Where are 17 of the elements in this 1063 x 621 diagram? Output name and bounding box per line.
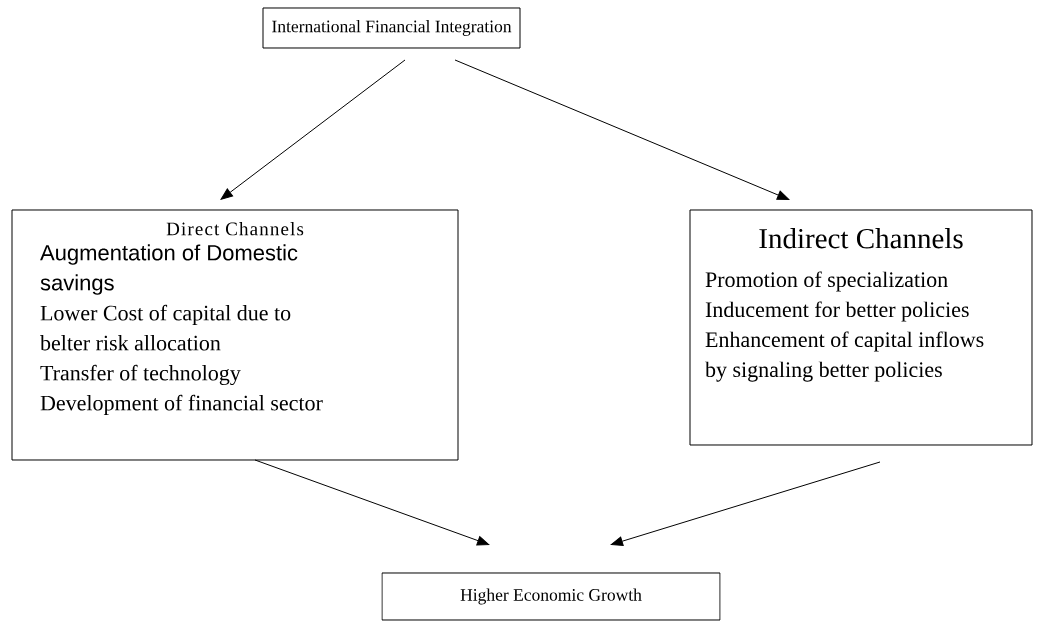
arrow [220,59,406,200]
list-item: Inducement for better policies [705,301,969,322]
list-item: Promotion of specialization [705,271,948,292]
arrow [454,59,790,200]
list-item: Augmentation of Domestic savings [40,244,298,295]
list-item: Lower Cost of capital due to belter risk allocation [40,304,291,351]
channel-box [689,209,1033,446]
list-item: Enhancement of capital inflows by signaling better policies [705,331,984,382]
process-box: Higher Economic Growth [381,572,721,621]
arrow [254,459,490,546]
list-item: Transfer of technology [40,364,241,386]
heading: Direct Channels [166,222,304,236]
arrow [610,461,881,546]
heading: Indirect Channels [759,228,963,249]
channel-box [11,209,459,461]
list-item: Development of financial sector [40,394,323,415]
process-box: International Financial Integration [262,7,521,49]
